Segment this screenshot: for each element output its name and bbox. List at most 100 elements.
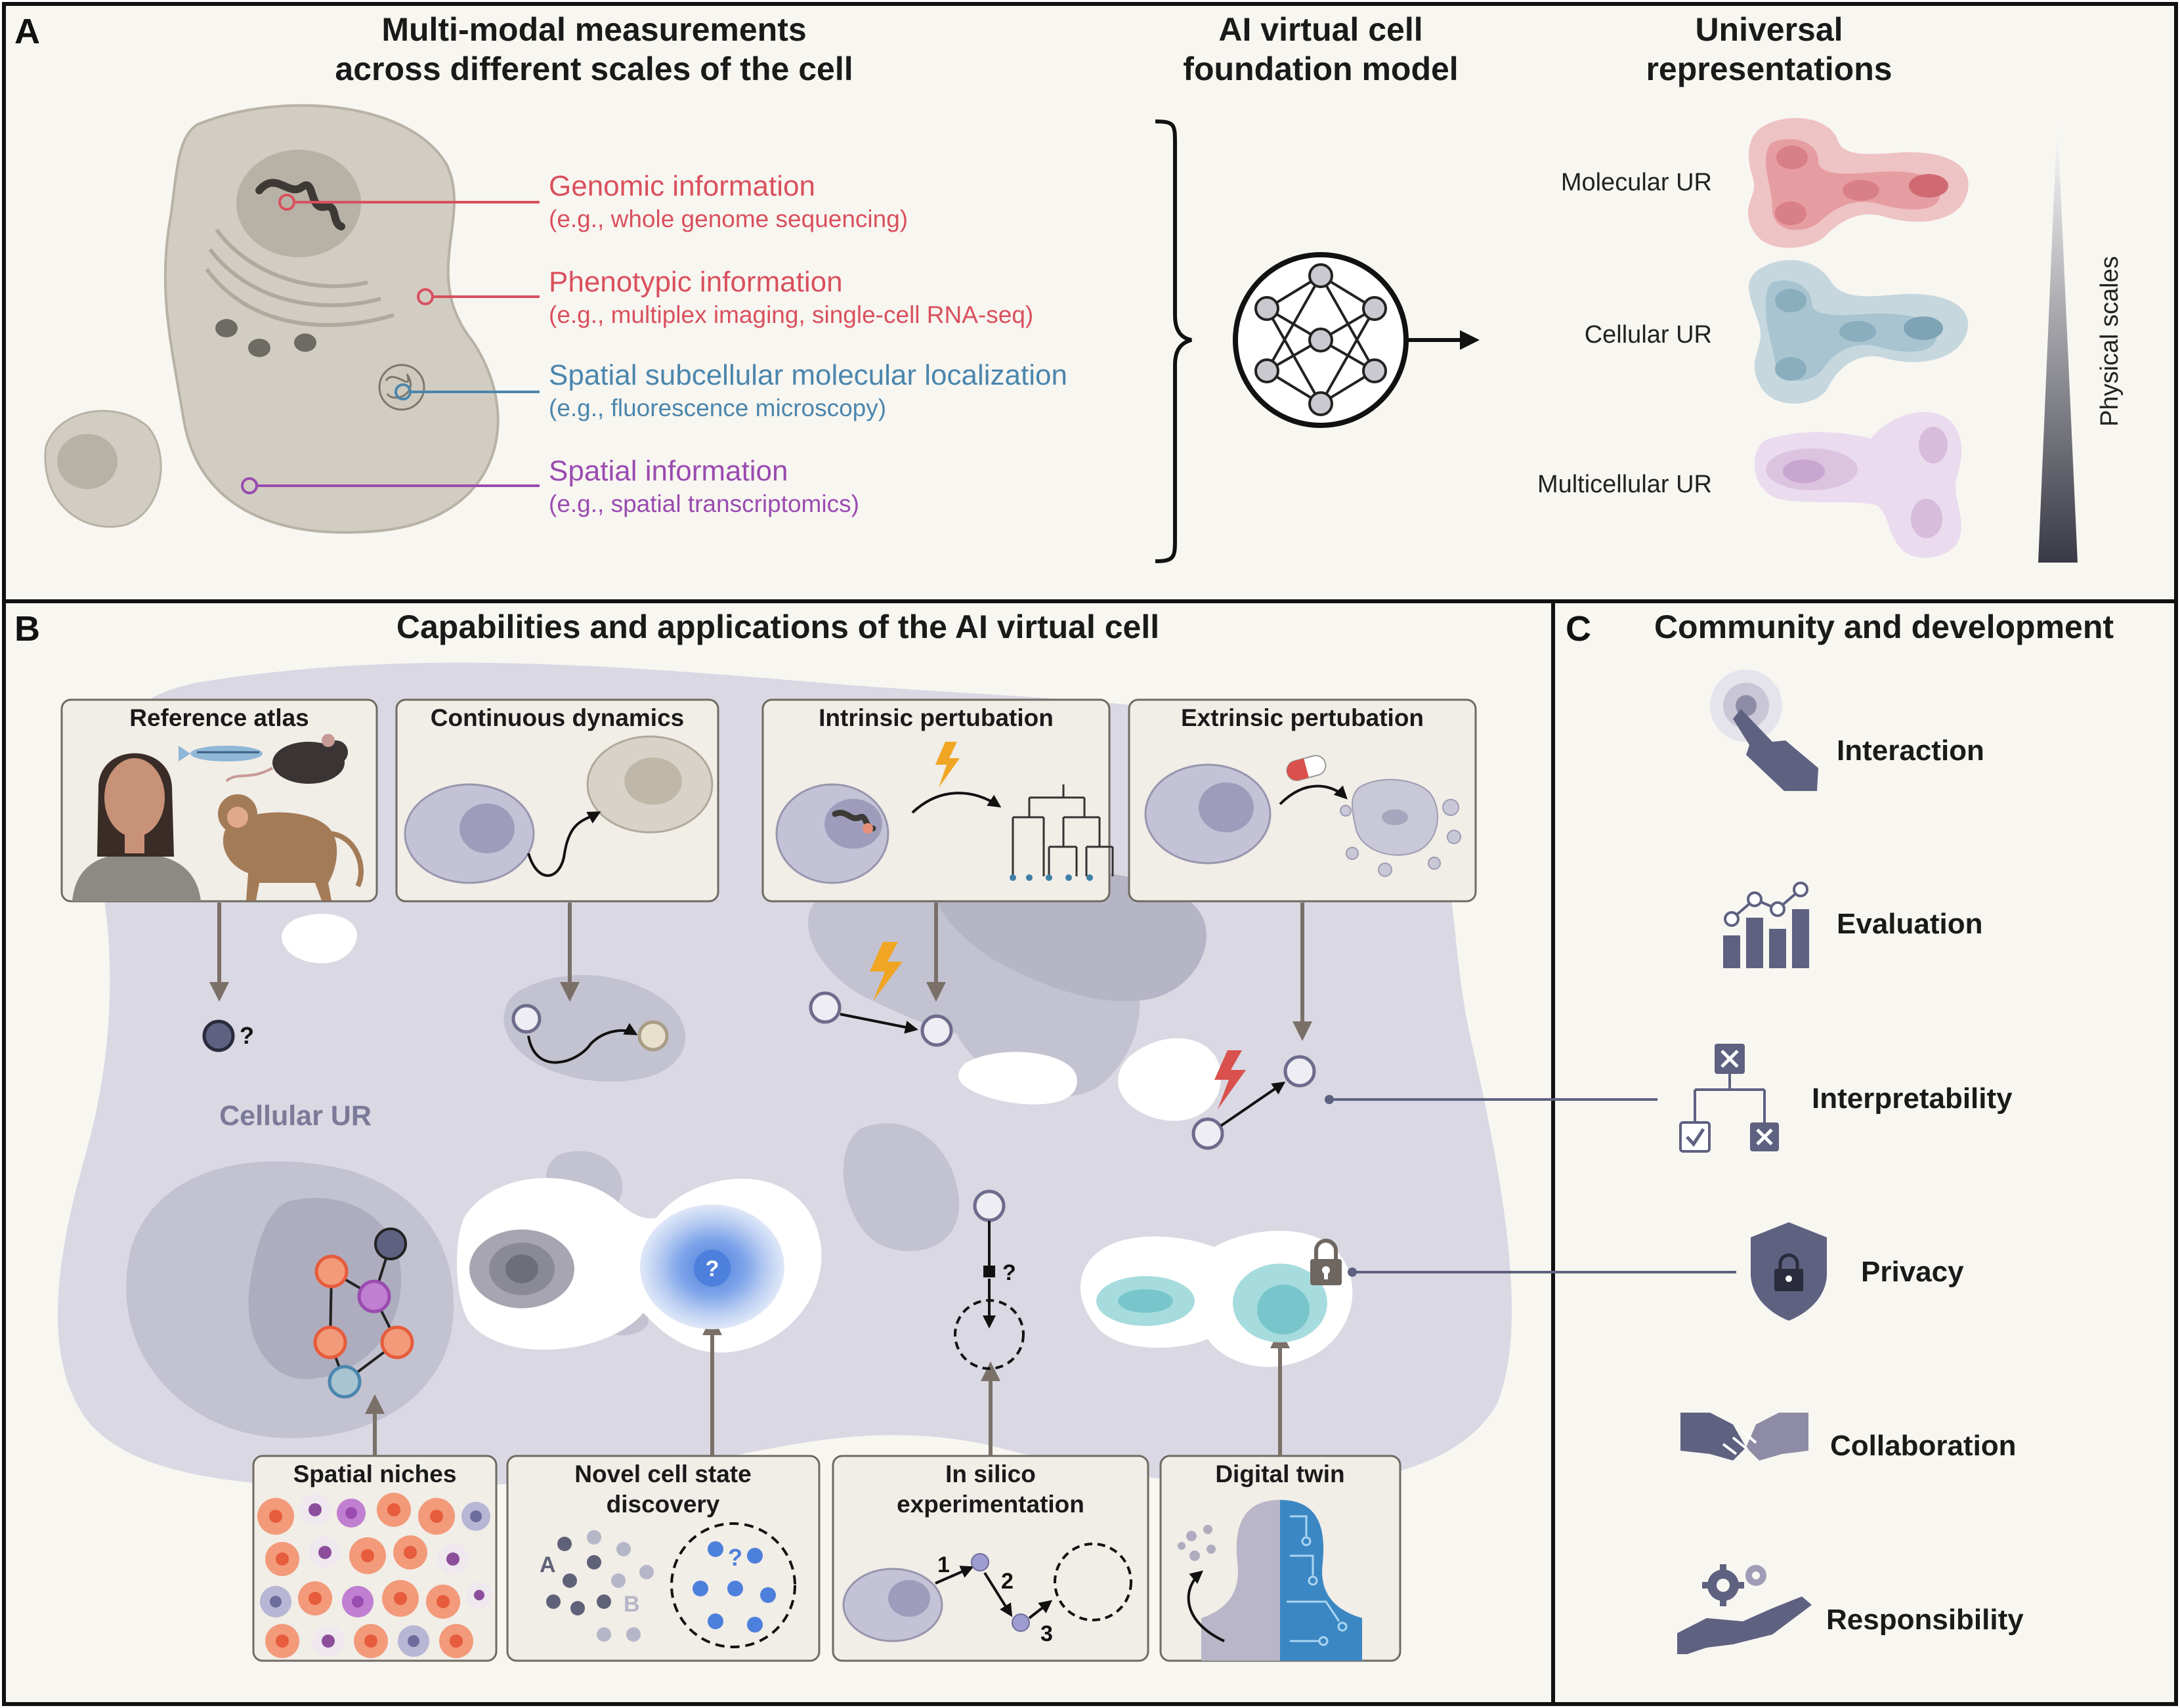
touch-icon: [1710, 670, 1818, 791]
lock-icon: [1310, 1239, 1342, 1285]
connector-privacy: [1348, 1268, 1736, 1277]
chromosome: [255, 179, 345, 230]
card-title-in-silico-line2: experimentation: [897, 1491, 1084, 1518]
cell-illustration: [163, 104, 500, 534]
panel-a-heading-left-line2: across different scales of the cell: [335, 51, 853, 87]
lightning-icon: [1214, 1050, 1246, 1109]
in-silico-question-mark: ?: [1002, 1260, 1016, 1285]
digital-twin-cells: [1096, 1239, 1342, 1342]
panel-a-heading-mid-line1: AI virtual cell: [1218, 11, 1422, 48]
panel-a-heading-right-line1: Universal: [1695, 11, 1843, 48]
ur-label-multicellular: Multicellular UR: [1537, 471, 1712, 498]
card-title-extrinsic-pertubation: Extrinsic pertubation: [1181, 704, 1424, 731]
extrinsic-transition: [1191, 1050, 1316, 1150]
genomic-title: Genomic information: [549, 170, 815, 202]
card-reference-atlas: Reference atlas: [60, 698, 378, 903]
card-title-intrinsic-pertubation: Intrinsic pertubation: [819, 704, 1054, 731]
mouse-icon: [225, 734, 348, 784]
subcellular-title: Spatial subcellular molecular localizati…: [549, 359, 1067, 391]
spatial-title: Spatial information: [549, 455, 788, 487]
subcellular-pointer: [395, 383, 540, 400]
phenotypic-pointer: [417, 288, 540, 305]
cluster-label-b: B: [624, 1592, 640, 1617]
card-continuous-dynamics: Continuous dynamics: [395, 698, 719, 903]
molecular-ur-blob: [1747, 117, 1969, 248]
cluster-a: [546, 1537, 611, 1615]
intrinsic-transition: [809, 942, 953, 1047]
panel-a-heading-left-line1: Multi-modal measurements: [381, 11, 806, 48]
card-title-in-silico-line1: In silico: [945, 1461, 1036, 1487]
atlas-question-mark: ?: [240, 1022, 254, 1049]
card-digital-twin: Digital twin: [1159, 1455, 1401, 1662]
card-spatial-niches: Spatial niches: [252, 1455, 498, 1662]
card-title-novel-line1: Novel cell state: [574, 1461, 751, 1487]
ur-label-cellular: Cellular UR: [1585, 321, 1712, 349]
panel-a-heading-right-line2: representations: [1646, 51, 1892, 87]
in-silico-target-ring: [1054, 1543, 1132, 1621]
mitochondrion: [248, 339, 270, 357]
tissue-pattern: [257, 1493, 492, 1658]
mitochondrion: [294, 333, 316, 352]
step-1: 1: [937, 1552, 950, 1577]
multicellular-ur-blob: [1754, 412, 1962, 559]
small-cell: [44, 410, 162, 528]
label-responsibility: Responsibility: [1826, 1604, 2024, 1636]
digital-twin-portrait: [1201, 1500, 1362, 1661]
ur-label-molecular: Molecular UR: [1561, 169, 1712, 196]
mitochondrion: [215, 319, 238, 337]
phenotypic-sub: (e.g., multiplex imaging, single-cell RN…: [549, 301, 1033, 328]
panel-c-heading: Community and development: [1654, 608, 2114, 645]
cluster-label-a: A: [540, 1552, 556, 1577]
connector-interpretability: [1325, 1095, 1657, 1104]
handshake-icon: [1680, 1413, 1808, 1461]
label-interaction: Interaction: [1837, 735, 1984, 767]
spatial-pointer: [241, 477, 540, 494]
shield-lock-icon: [1751, 1222, 1827, 1321]
card-to-landscape-arrows: [209, 903, 1312, 1456]
label-evaluation: Evaluation: [1837, 908, 1983, 940]
subcellular-sub: (e.g., fluorescence microscopy): [549, 395, 886, 421]
pill-icon: [1286, 755, 1327, 781]
label-privacy: Privacy: [1861, 1256, 1964, 1288]
panel-a-heading-mid-line2: foundation model: [1183, 51, 1458, 87]
lightning-icon: [935, 742, 960, 788]
hand-gears-icon: [1677, 1564, 1812, 1654]
panel-b-heading: Capabilities and applications of the AI …: [396, 608, 1159, 645]
novel-question-mark: ?: [728, 1544, 742, 1571]
cellular-ur-blob: [1749, 260, 1969, 404]
monkey-icon: [218, 794, 364, 901]
card-title-novel-line2: discovery: [607, 1491, 720, 1518]
decision-tree-icon: [1679, 1044, 1779, 1153]
label-collaboration: Collaboration: [1830, 1430, 2017, 1462]
novel-cluster-points: [693, 1541, 776, 1633]
card-extrinsic-pertubation: Extrinsic pertubation: [1128, 698, 1477, 903]
card-intrinsic-pertubation: Intrinsic pertubation: [761, 698, 1114, 903]
organelle-tangle: [378, 364, 425, 411]
dynamics-trajectory: [511, 1004, 669, 1064]
card-in-silico: In silico experimentation 1 2 3: [832, 1455, 1149, 1662]
spatial-niche-graph: [313, 1228, 414, 1399]
cellular-ur-label: Cellular UR: [219, 1100, 372, 1132]
novel-cluster-ring: [670, 1522, 796, 1648]
step-3: 3: [1040, 1621, 1053, 1646]
neural-network-icon: [1233, 252, 1409, 428]
panel-c-letter: C: [1566, 609, 1591, 649]
phenotypic-title: Phenotypic information: [549, 266, 843, 298]
in-silico-query: ?: [954, 1189, 1025, 1370]
zebrafish-icon: [179, 746, 263, 761]
card-novel-cell-state: Novel cell state discovery A B ?: [506, 1455, 821, 1662]
panel-b-letter: B: [14, 609, 40, 649]
card-title-digital-twin: Digital twin: [1215, 1461, 1344, 1487]
genomic-pointer: [278, 194, 540, 211]
input-brace: [1155, 119, 1192, 563]
spatial-sub: (e.g., spatial transcriptomics): [549, 490, 859, 517]
step-2: 2: [1001, 1569, 1014, 1594]
physical-scale-triangle: [2038, 118, 2078, 563]
novel-state-cells: ?: [469, 1205, 784, 1329]
genomic-sub: (e.g., whole genome sequencing): [549, 205, 908, 232]
card-title-reference-atlas: Reference atlas: [129, 704, 309, 731]
human-face-icon: [72, 753, 201, 901]
atlas-query-point: ?: [202, 1019, 254, 1052]
label-interpretability: Interpretability: [1812, 1082, 2013, 1115]
